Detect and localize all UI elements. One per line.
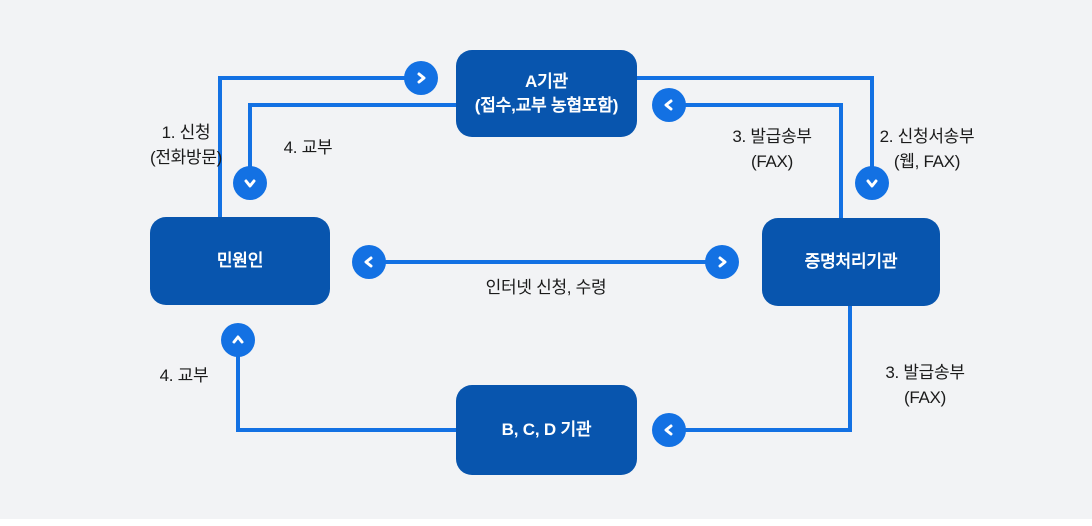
node-agency-bcd: B, C, D 기관 xyxy=(456,385,637,475)
chevron-down-icon xyxy=(244,179,256,188)
chevron-up-icon xyxy=(232,335,244,344)
connector-line xyxy=(362,260,728,264)
arrow-marker-left xyxy=(352,245,386,279)
chevron-left-icon xyxy=(664,99,673,111)
arrow-marker-right xyxy=(705,245,739,279)
edge-label-issue-top: 4. 교부 xyxy=(283,138,333,157)
node-applicant-label: 민원인 xyxy=(216,251,264,270)
chevron-left-icon xyxy=(664,424,673,436)
arrow-marker-down xyxy=(233,166,267,200)
connector-line xyxy=(218,76,408,80)
connector-line xyxy=(248,103,457,107)
connector-line xyxy=(839,103,843,218)
connector-line xyxy=(236,428,457,432)
bottom-divider xyxy=(0,519,1092,526)
node-agency-a: A기관 (접수,교부 농협포함) xyxy=(456,50,637,137)
edge-label-request-send: 2. 신청서송부 (웹, FAX) xyxy=(879,127,975,171)
edge-label-issue-bottom: 4. 교부 xyxy=(159,366,209,385)
chevron-right-icon xyxy=(718,256,727,268)
connector-line xyxy=(636,76,874,80)
arrow-marker-right xyxy=(404,61,438,95)
arrow-marker-left xyxy=(652,88,686,122)
node-agency-bcd-label: B, C, D 기관 xyxy=(501,420,592,439)
arrow-marker-left xyxy=(652,413,686,447)
connector-line xyxy=(848,306,852,432)
connector-line xyxy=(870,76,874,171)
node-agency-a-label-line2: (접수,교부 농협포함) xyxy=(474,95,619,115)
chevron-left-icon xyxy=(364,256,373,268)
node-cert-agency-label: 증명처리기관 xyxy=(804,252,898,271)
chevron-down-icon xyxy=(866,179,878,188)
chevron-right-icon xyxy=(417,72,426,84)
connector-line xyxy=(218,76,222,218)
arrow-marker-down xyxy=(855,166,889,200)
edge-label-internet: 인터넷 신청, 수령 xyxy=(485,278,607,297)
edge-label-apply: 1. 신청 (전화방문) xyxy=(149,123,223,167)
connector-line xyxy=(672,428,852,432)
node-cert-agency: 증명처리기관 xyxy=(762,218,940,306)
edge-label-fax-bottom: 3. 발급송부 (FAX) xyxy=(885,363,965,407)
node-agency-a-label-line1: A기관 xyxy=(525,71,568,91)
node-applicant: 민원인 xyxy=(150,217,330,305)
edge-label-fax-top: 3. 발급송부 (FAX) xyxy=(732,127,812,171)
connector-line xyxy=(672,103,843,107)
connector-line xyxy=(248,103,252,171)
arrow-marker-up xyxy=(221,323,255,357)
connector-line xyxy=(236,352,240,432)
